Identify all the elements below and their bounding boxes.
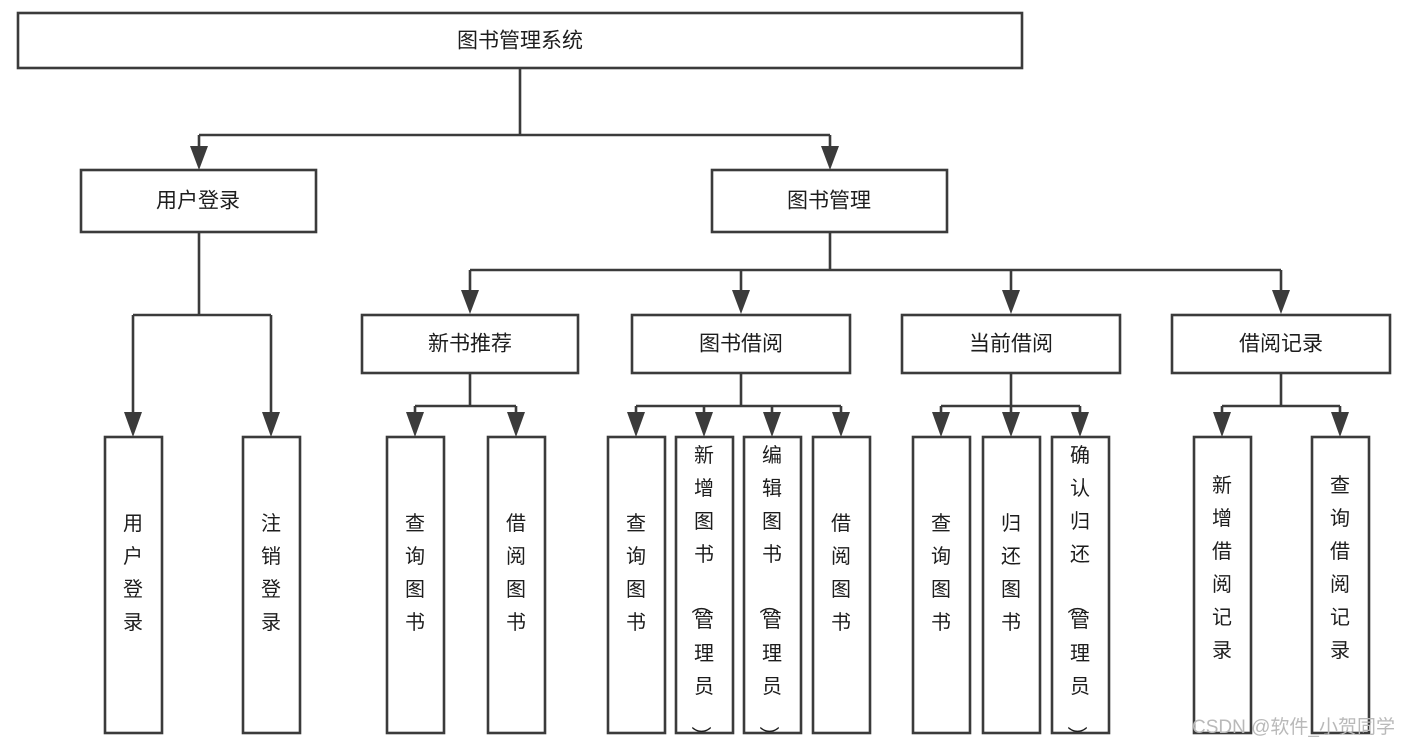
arrow-head-leaf-borrow-book-2 — [832, 412, 850, 437]
node-leaf-logout-login-label: 注销登录 — [261, 512, 281, 634]
node-leaf-query-book-1-label: 查询图书 — [405, 512, 425, 634]
arrow-head-leaf-logout-login — [262, 412, 280, 437]
node-book-borrow-label: 图书借阅 — [699, 333, 783, 356]
node-leaf-add-record[interactable]: 新增借阅记录 — [1192, 435, 1253, 735]
node-current-borrow[interactable]: 当前借阅 — [900, 313, 1122, 375]
connector-group-user-login-to-leaves — [124, 232, 280, 437]
node-leaf-add-record-box[interactable] — [1192, 435, 1253, 735]
connector-group-book-manage-to-level3 — [461, 232, 1290, 314]
arrow-head-book-manage — [821, 146, 839, 170]
node-leaf-user-login-box[interactable] — [103, 435, 164, 735]
node-leaf-return-book-label: 归还图书 — [1001, 512, 1021, 634]
arrow-head-leaf-borrow-book-1 — [507, 412, 525, 437]
node-leaf-edit-book-box[interactable] — [742, 435, 803, 735]
node-user-login-label: 用户登录 — [156, 190, 240, 213]
node-book-borrow[interactable]: 图书借阅 — [630, 313, 852, 375]
node-leaf-query-book-2-label: 查询图书 — [626, 512, 646, 634]
arrow-head-leaf-user-login — [124, 412, 142, 437]
node-leaf-logout-login[interactable]: 注销登录 — [241, 435, 302, 735]
node-leaf-borrow-book-1-label: 借阅图书 — [506, 512, 526, 634]
node-leaf-edit-book[interactable]: 编辑图书（管理员） — [742, 435, 803, 746]
node-root[interactable]: 图书管理系统 — [16, 11, 1024, 70]
node-leaf-query-book-3[interactable]: 查询图书 — [911, 435, 972, 735]
node-current-borrow-box[interactable] — [900, 313, 1122, 375]
node-leaf-borrow-book-2[interactable]: 借阅图书 — [811, 435, 872, 735]
node-borrow-record-label: 借阅记录 — [1239, 333, 1323, 356]
connector-group-new-book-recommend-to-leaves — [406, 373, 525, 437]
node-leaf-query-book-1[interactable]: 查询图书 — [385, 435, 446, 735]
node-leaf-add-record-label: 新增借阅记录 — [1212, 474, 1232, 662]
arrow-head-leaf-confirm-return — [1071, 412, 1089, 437]
node-leaf-query-record[interactable]: 查询借阅记录 — [1310, 435, 1371, 735]
node-leaf-borrow-book-2-label: 借阅图书 — [831, 512, 851, 634]
node-book-manage-label: 图书管理 — [787, 190, 871, 213]
node-current-borrow-label: 当前借阅 — [969, 333, 1053, 356]
node-leaf-query-book-3-box[interactable] — [911, 435, 972, 735]
node-leaf-add-book-label: 新增图书（管理员） — [689, 444, 714, 746]
connector-group-current-borrow-to-leaves — [932, 373, 1089, 437]
arrow-head-leaf-add-book — [695, 412, 713, 437]
arrow-head-leaf-add-record — [1213, 412, 1231, 437]
node-new-book-recommend[interactable]: 新书推荐 — [360, 313, 580, 375]
arrow-head-current-borrow — [1002, 290, 1020, 314]
node-root-label: 图书管理系统 — [457, 30, 583, 53]
node-leaf-query-book-3-label: 查询图书 — [931, 512, 951, 634]
arrow-head-user-login — [190, 146, 208, 170]
node-leaf-add-book[interactable]: 新增图书（管理员） — [674, 435, 735, 746]
connector-group-root-to-level2 — [190, 68, 839, 170]
arrow-head-new-book-recommend — [461, 290, 479, 314]
node-leaf-return-book-box[interactable] — [981, 435, 1042, 735]
node-leaf-logout-login-box[interactable] — [241, 435, 302, 735]
node-root-box[interactable] — [16, 11, 1024, 70]
node-leaf-query-book-2[interactable]: 查询图书 — [606, 435, 667, 735]
node-leaf-query-record-label: 查询借阅记录 — [1330, 474, 1350, 662]
node-leaf-query-book-1-box[interactable] — [385, 435, 446, 735]
node-leaf-borrow-book-2-box[interactable] — [811, 435, 872, 735]
arrow-head-leaf-query-record — [1331, 412, 1349, 437]
node-leaf-user-login-label: 用户登录 — [123, 513, 143, 634]
node-leaf-query-record-box[interactable] — [1310, 435, 1371, 735]
connector-group-borrow-record-to-leaves — [1213, 373, 1349, 437]
connector-group-book-borrow-to-leaves — [627, 373, 850, 437]
node-book-manage-box[interactable] — [710, 168, 949, 234]
node-leaf-confirm-return[interactable]: 确认归还（管理员） — [1050, 435, 1111, 746]
node-leaf-borrow-book-1[interactable]: 借阅图书 — [486, 435, 547, 735]
node-leaf-borrow-book-1-box[interactable] — [486, 435, 547, 735]
node-book-borrow-box[interactable] — [630, 313, 852, 375]
node-leaf-confirm-return-label: 确认归还（管理员） — [1065, 444, 1090, 746]
node-borrow-record-box[interactable] — [1170, 313, 1392, 375]
node-book-manage[interactable]: 图书管理 — [710, 168, 949, 234]
node-new-book-recommend-label: 新书推荐 — [428, 333, 512, 356]
node-user-login-box[interactable] — [79, 168, 318, 234]
node-user-login[interactable]: 用户登录 — [79, 168, 318, 234]
node-leaf-query-book-2-box[interactable] — [606, 435, 667, 735]
arrow-head-borrow-record — [1272, 290, 1290, 314]
arrow-head-leaf-query-book-2 — [627, 412, 645, 437]
arrow-head-leaf-return-book — [1002, 412, 1020, 437]
node-leaf-return-book[interactable]: 归还图书 — [981, 435, 1042, 735]
arrow-head-leaf-query-book-1 — [406, 412, 424, 437]
node-leaf-confirm-return-box[interactable] — [1050, 435, 1111, 735]
node-borrow-record[interactable]: 借阅记录 — [1170, 313, 1392, 375]
node-leaf-add-book-box[interactable] — [674, 435, 735, 735]
node-leaf-user-login[interactable]: 用户登录 — [103, 435, 164, 735]
arrow-head-leaf-query-book-3 — [932, 412, 950, 437]
node-new-book-recommend-box[interactable] — [360, 313, 580, 375]
arrow-head-book-borrow — [732, 290, 750, 314]
node-leaf-edit-book-label: 编辑图书（管理员） — [757, 444, 782, 746]
csdn-watermark: CSDN @软件_小贺同学 — [1192, 716, 1395, 738]
arrow-head-leaf-edit-book — [763, 412, 781, 437]
